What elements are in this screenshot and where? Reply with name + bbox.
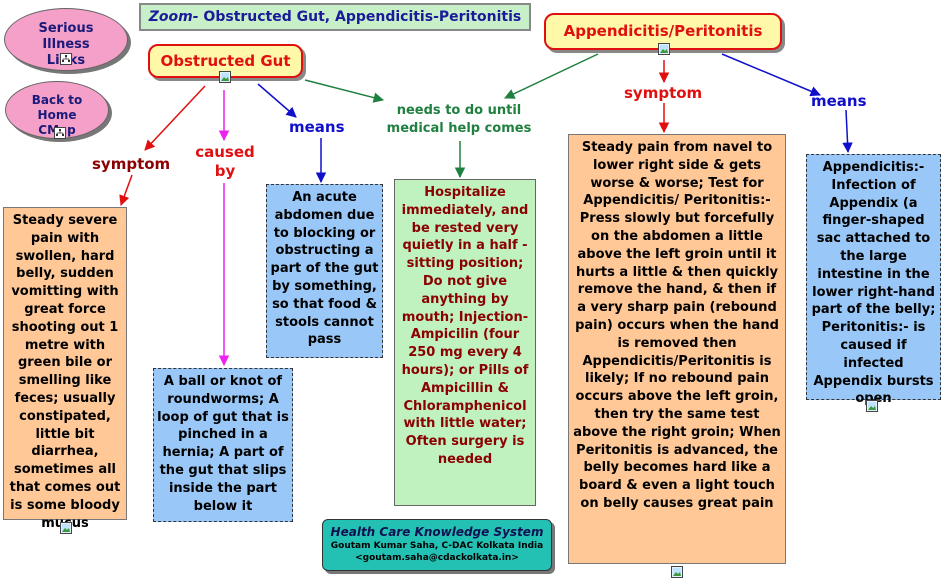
- footer-credit-box: Health Care Knowledge System Goutam Kuma…: [322, 519, 552, 571]
- footer-author: Goutam Kumar Saha, C-DAC Kolkata India: [330, 541, 544, 551]
- hierarchy-icon[interactable]: [60, 53, 72, 65]
- needs-box: Hospitalize immediately, and be rested v…: [394, 179, 536, 506]
- app-symptom-text: Steady pain from navel to lower right si…: [573, 140, 781, 511]
- title-text: Obstructed Gut, Appendicitis-Peritonitis: [198, 9, 522, 25]
- label-caused-by: caused by: [195, 143, 255, 180]
- image-icon[interactable]: [866, 400, 878, 412]
- image-icon[interactable]: [671, 566, 683, 578]
- line-means-right-box: [842, 109, 853, 154]
- serious-illness-links-label: Serious Illness Links: [38, 21, 94, 68]
- app-means-text: Appendicitis:- Infection of Appendix (a …: [811, 160, 936, 407]
- image-icon[interactable]: [219, 71, 231, 83]
- app-symptom-box: Steady pain from navel to lower right si…: [568, 134, 786, 564]
- gut-cause-box: A ball or knot of roundworms; A loop of …: [153, 368, 293, 522]
- label-needs: needs to do until medical help comes: [386, 103, 532, 136]
- label-symptom-left: symptom: [92, 155, 171, 173]
- footer-title: Health Care Knowledge System: [330, 525, 544, 539]
- gut-means-text: An acute abdomen due to blocking or obst…: [270, 190, 379, 348]
- page-title: Zoom- Obstructed Gut, Appendicitis-Perit…: [139, 3, 531, 31]
- label-means-left: means: [289, 118, 345, 136]
- title-zoom: Zoom-: [148, 9, 199, 25]
- gut-means-box: An acute abdomen due to blocking or obst…: [266, 184, 383, 358]
- line-gut-needs: [304, 79, 385, 103]
- footer-email: <goutam.saha@cdackolkata.in>: [355, 553, 519, 563]
- gut-symptom-text: Steady severe pain with swollen, hard be…: [9, 213, 121, 531]
- hierarchy-icon[interactable]: [54, 127, 66, 139]
- gut-symptom-box: Steady severe pain with swollen, hard be…: [3, 207, 127, 531]
- image-icon[interactable]: [658, 43, 670, 55]
- line-app-means: [721, 53, 821, 97]
- obstructed-gut-label: Obstructed Gut: [160, 52, 291, 70]
- needs-text: Hospitalize immediately, and be rested v…: [401, 185, 529, 467]
- app-means-box: Appendicitis:- Infection of Appendix (a …: [806, 154, 941, 406]
- appendicitis-peritonitis-label: Appendicitis/Peritonitis: [563, 22, 763, 40]
- image-icon[interactable]: [60, 522, 72, 534]
- line-symptom-box: [119, 174, 133, 206]
- gut-cause-text: A ball or knot of roundworms; A loop of …: [157, 374, 289, 514]
- label-means-right: means: [811, 92, 867, 110]
- line-app-needs: [504, 53, 599, 99]
- line-gut-symptom: [144, 85, 206, 151]
- label-symptom-right: symptom: [624, 84, 703, 102]
- line-gut-means: [257, 83, 297, 118]
